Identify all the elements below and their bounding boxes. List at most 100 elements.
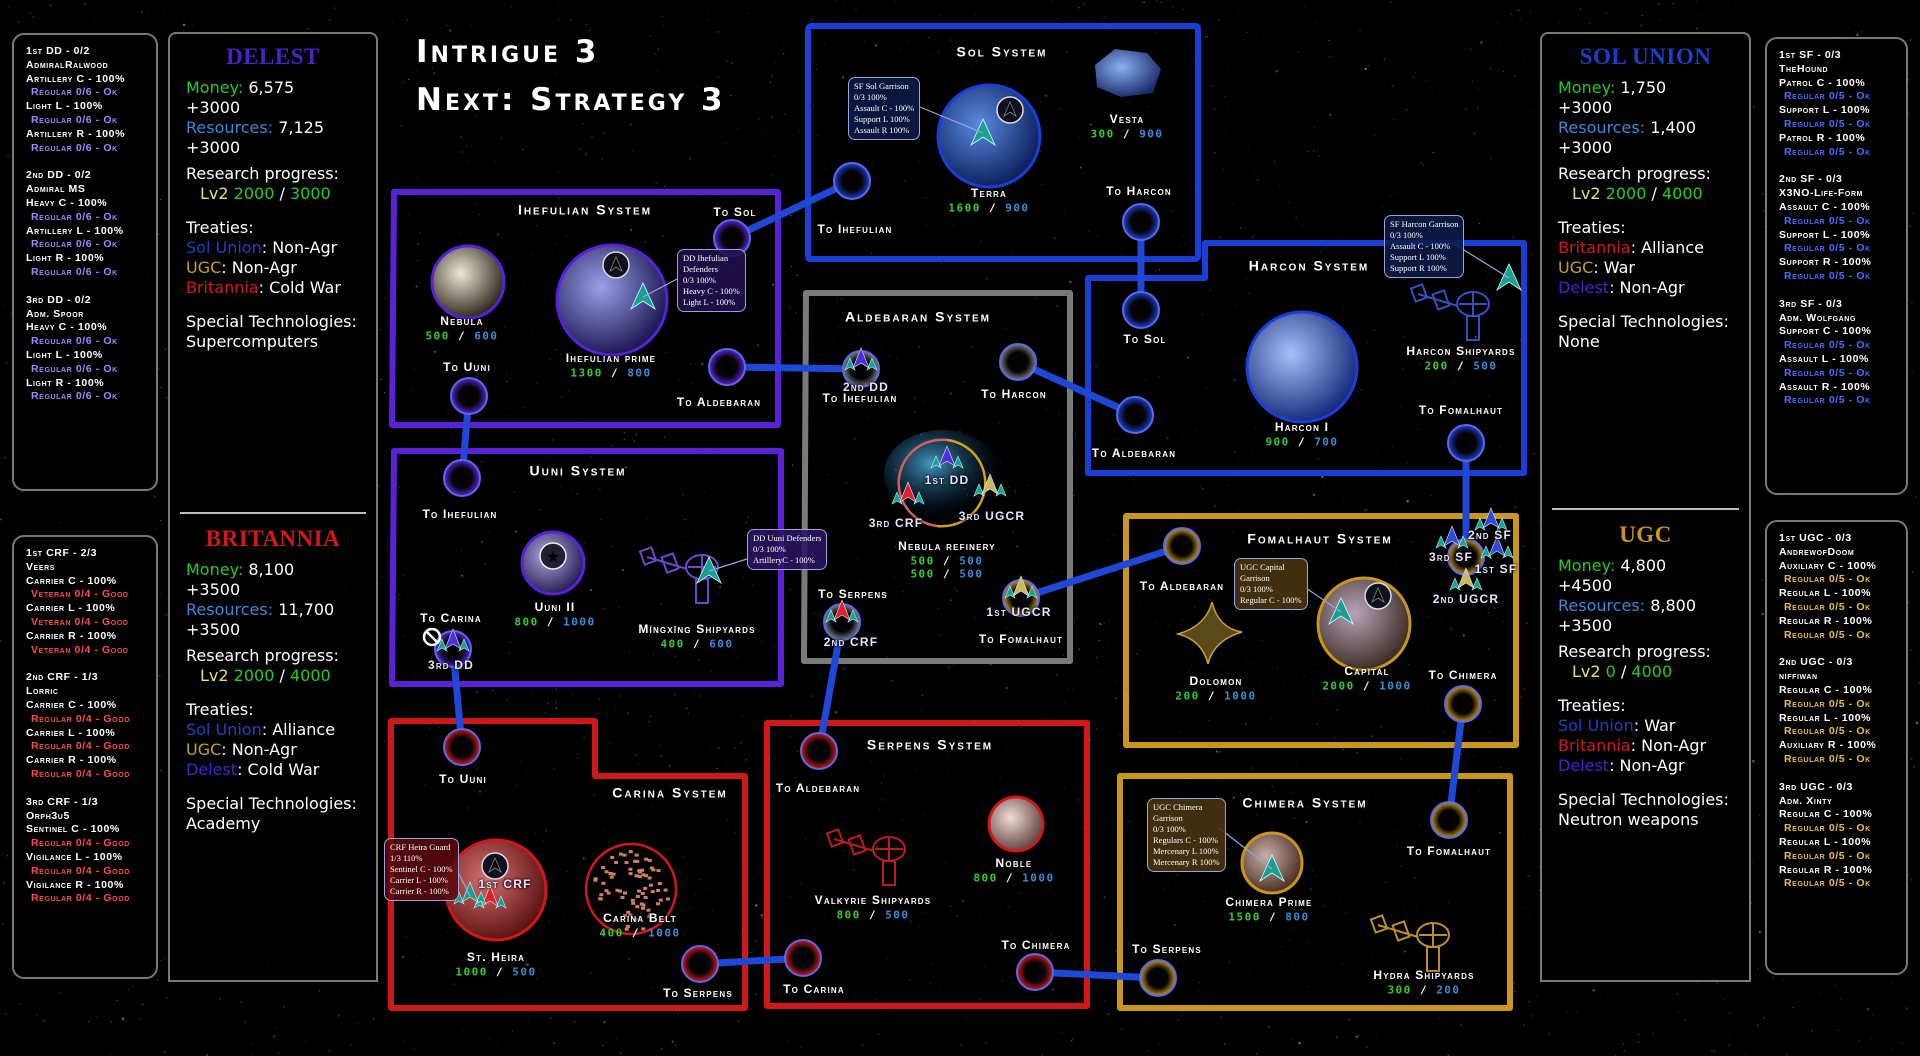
jump-node[interactable] xyxy=(1139,959,1177,997)
planet-name: Uuni II xyxy=(534,599,576,614)
jump-node[interactable] xyxy=(708,348,746,386)
fleet-ship-icon[interactable] xyxy=(1474,507,1508,531)
fleet-header: 2nd UGC - 0/3 xyxy=(1779,656,1853,669)
jump-node-label: To Serpens xyxy=(1132,941,1202,956)
fleet-ship-icon[interactable] xyxy=(930,445,964,469)
dolomon-station[interactable] xyxy=(1175,601,1243,665)
jump-node[interactable] xyxy=(800,732,838,770)
fleet-ship-icon[interactable] xyxy=(436,628,470,652)
fleet-label[interactable]: 3rd UGCR xyxy=(958,508,1026,523)
resources-value: 11,700 xyxy=(278,600,335,619)
fleet-label[interactable]: 3rd DD xyxy=(427,657,475,672)
jump-node[interactable] xyxy=(1116,396,1154,434)
fleet-ship-icon[interactable] xyxy=(1480,535,1514,559)
fleet-ship-icon[interactable] xyxy=(825,599,859,623)
planet[interactable] xyxy=(1245,310,1359,424)
treaty-row: Sol Union: Non-Agr xyxy=(186,238,338,257)
fleet-label[interactable]: 1st SF xyxy=(1474,561,1518,576)
fleet-label[interactable]: 3rd SF xyxy=(1428,549,1474,564)
garrison-ship-icon[interactable] xyxy=(1328,597,1354,626)
fleet-header: 3rd SF - 0/3 xyxy=(1779,297,1843,310)
fleet-commander: niffiwan xyxy=(1779,670,1818,683)
treaty-faction: Sol Union xyxy=(186,238,262,257)
jump-node[interactable] xyxy=(681,945,719,983)
jump-node[interactable] xyxy=(1163,527,1201,565)
capital-icon xyxy=(996,96,1024,124)
jump-node[interactable] xyxy=(1016,953,1054,991)
unit-type: Artillery R - 100% xyxy=(26,127,126,140)
asteroid-belt[interactable] xyxy=(584,842,678,936)
planet[interactable] xyxy=(555,243,669,357)
jump-node[interactable] xyxy=(443,459,481,497)
jump-node[interactable] xyxy=(1447,424,1485,462)
jump-node[interactable] xyxy=(450,377,488,415)
system-border xyxy=(389,448,784,687)
fleet-ship-icon[interactable] xyxy=(1449,567,1483,591)
garrison-ship-icon[interactable] xyxy=(970,118,996,147)
asteroid[interactable] xyxy=(1095,49,1161,97)
jump-node[interactable] xyxy=(1444,685,1482,723)
jump-node[interactable] xyxy=(1430,801,1468,839)
fleet-label[interactable]: 2nd CRF xyxy=(823,634,879,649)
yield-separator: / xyxy=(1297,435,1307,449)
planet[interactable] xyxy=(1316,576,1412,672)
jump-node-label: To Uuni xyxy=(439,771,487,786)
garrison-ship-icon[interactable] xyxy=(1259,854,1285,883)
shipyard-station[interactable] xyxy=(1369,914,1450,972)
garrison-ship-icon[interactable] xyxy=(630,282,656,311)
money-income: +3000 xyxy=(1558,98,1613,117)
jump-node[interactable] xyxy=(1122,203,1160,241)
garrison-line: 0/3 100% xyxy=(753,544,786,554)
planet[interactable] xyxy=(430,244,506,320)
treaty-status: Cold War xyxy=(247,760,320,779)
fleet-ship-icon[interactable] xyxy=(1004,575,1038,599)
garrison-ship-icon[interactable] xyxy=(696,556,722,585)
fleet-label[interactable]: 1st DD xyxy=(924,472,970,487)
fleet-label[interactable]: 2nd UGCR xyxy=(1432,591,1500,606)
research-total: 3000 xyxy=(289,184,331,203)
shipyard-station[interactable] xyxy=(1409,283,1490,341)
garrison-line: Support L 100% xyxy=(854,114,910,124)
yield-money: 200 xyxy=(1424,359,1449,373)
fleet-ship-icon[interactable] xyxy=(1435,525,1469,549)
jump-node[interactable] xyxy=(443,728,481,766)
fleet-ship-icon[interactable] xyxy=(973,473,1007,497)
garrison-line: Assault C - 100% xyxy=(854,103,915,113)
planet[interactable] xyxy=(987,795,1045,853)
garrison-line: ArtilleryC - 100% xyxy=(753,555,815,565)
jump-node[interactable] xyxy=(784,939,822,977)
fleet-ship-icon[interactable] xyxy=(891,481,925,505)
unit-status: Regular 0/5 - Ok xyxy=(1784,394,1871,407)
jump-node[interactable] xyxy=(999,343,1037,381)
fleet-label[interactable]: 1st CRF xyxy=(478,876,532,891)
garrison-line: DD Ihefulian xyxy=(683,253,729,263)
jump-node[interactable] xyxy=(1122,291,1160,329)
garrison-ship-icon[interactable] xyxy=(1496,263,1522,292)
jump-node-label: To Aldebaran xyxy=(775,780,861,795)
jump-node-label: To Serpens xyxy=(818,586,888,601)
unit-status: Regular 0/5 - Ok xyxy=(1784,366,1871,379)
shipyard-station[interactable] xyxy=(825,828,906,886)
fleet-label[interactable]: 1st UGCR xyxy=(986,604,1052,619)
fleet-commander: Lorric xyxy=(26,685,59,698)
fleet-ship-icon[interactable] xyxy=(844,347,878,371)
fleet-label[interactable]: 3rd CRF xyxy=(868,515,924,530)
unit-status: Regular 0/5 - Ok xyxy=(1784,339,1871,352)
fleet-label[interactable]: 2nd DD xyxy=(842,379,890,394)
treaty-row: Delest: Non-Agr xyxy=(1558,756,1685,775)
jump-node[interactable] xyxy=(833,162,871,200)
fleet-label[interactable]: 2nd SF xyxy=(1467,527,1513,542)
